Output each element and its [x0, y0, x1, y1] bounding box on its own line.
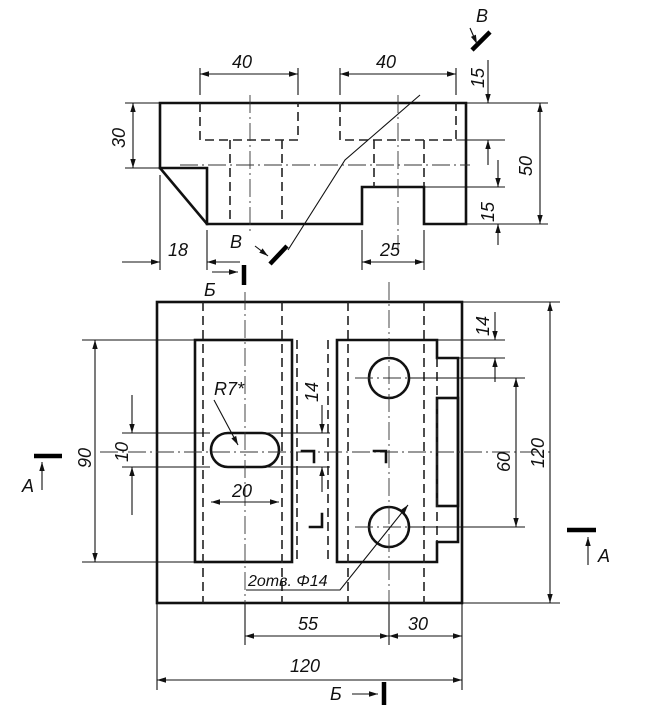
ext-14-right	[437, 339, 505, 359]
ext-40-left	[199, 68, 299, 95]
dim-40-left: 40	[232, 52, 252, 72]
ext-30	[125, 102, 160, 169]
top-view-outline	[158, 101, 468, 226]
dim-15-bottom: 15	[478, 201, 498, 222]
corner-mark-3	[308, 512, 324, 529]
right-block	[335, 338, 460, 564]
ext-15-top	[456, 102, 505, 141]
holes-leader	[246, 504, 409, 591]
section-v-marker-top	[470, 30, 492, 52]
section-b-label-bottom: Б	[330, 684, 342, 704]
dim-14-right: 14	[473, 316, 493, 336]
ext-120-right	[462, 301, 560, 604]
hole-centerlines	[355, 377, 420, 528]
dim-25: 25	[379, 240, 401, 260]
ext-40-right	[339, 68, 457, 95]
corner-mark-2	[372, 449, 388, 464]
dim-60: 60	[494, 452, 514, 472]
ext-14-slot	[260, 432, 330, 468]
dim-90: 90	[75, 448, 95, 468]
section-v-marker-bottom	[268, 244, 289, 266]
ext-60	[410, 377, 525, 528]
section-a-label-left: A	[21, 476, 34, 496]
section-a-label-right: A	[597, 546, 610, 566]
front-view: R7* 14 10 90 20 14 60 120 2отв	[21, 265, 610, 705]
dim-radius: R7*	[214, 379, 245, 399]
top-view: 40 40 30 15 15 50 18 25 В	[109, 6, 548, 270]
dim-40-right: 40	[376, 52, 396, 72]
left-counterbore-hidden	[199, 103, 299, 224]
holes-note: 2отв. Φ14	[247, 573, 328, 590]
dim-50: 50	[516, 156, 536, 176]
section-v-arrow-top	[469, 27, 478, 45]
dim-slot-height: 14	[302, 382, 322, 402]
ext-bottom	[156, 603, 463, 690]
corner-mark-1	[300, 449, 316, 464]
left-block	[193, 338, 294, 564]
right-counterbore-hidden	[339, 103, 457, 187]
radius-leader	[213, 399, 239, 446]
dim-120-bottom: 120	[290, 656, 320, 676]
dim-18: 18	[168, 240, 188, 260]
ext-15-bottom	[424, 186, 548, 225]
section-v-trace	[287, 94, 421, 251]
dim-30: 30	[109, 128, 129, 148]
ext-90	[82, 339, 195, 563]
dim-20: 20	[231, 481, 252, 501]
front-view-outline	[155, 300, 464, 605]
ext-10	[122, 432, 210, 468]
front-hidden-lines	[202, 302, 438, 603]
chamfer-edge	[158, 166, 209, 226]
dim-120-right: 120	[528, 438, 548, 468]
dim-55: 55	[298, 614, 319, 634]
section-v-label-top: В	[476, 6, 488, 26]
dim-15-top: 15	[468, 67, 488, 88]
section-b-label-top: Б	[204, 280, 216, 300]
dim-30-bottom: 30	[408, 614, 428, 634]
dim-10: 10	[112, 442, 132, 462]
section-v-arrow-bottom	[254, 245, 269, 257]
section-v-label-bottom: В	[230, 232, 242, 252]
